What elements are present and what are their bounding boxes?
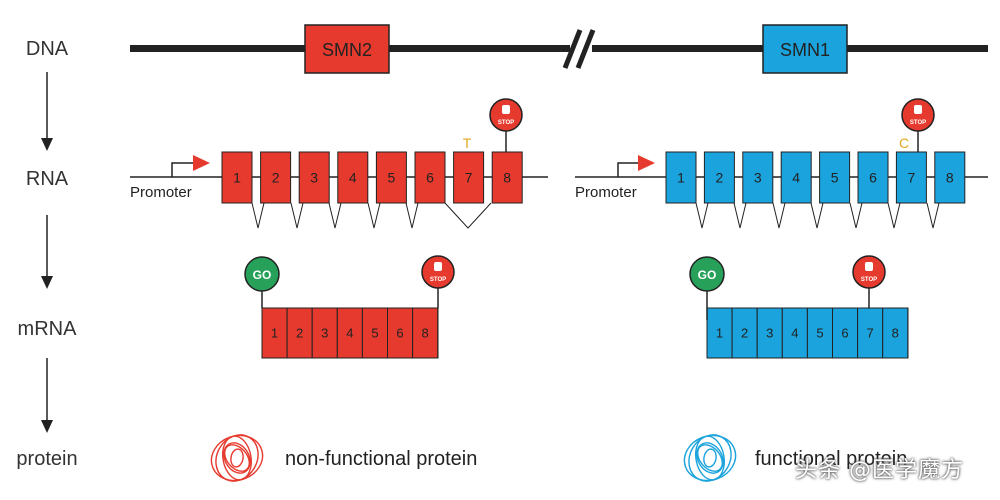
exon-label: 1 [271, 326, 278, 341]
exon-label: 8 [946, 169, 954, 185]
exon-label: 1 [233, 169, 241, 185]
exon-label: 1 [716, 326, 723, 341]
svg-text:STOP: STOP [430, 277, 446, 283]
exon-box [857, 151, 889, 204]
exon-label: 7 [908, 169, 916, 185]
exon-label: 2 [272, 169, 280, 185]
exon-box [298, 151, 330, 204]
row-label-rna: RNA [26, 168, 69, 190]
stop-icon: STOP [489, 98, 523, 132]
stop-icon: STOP [901, 98, 935, 132]
exon-label: 5 [816, 326, 823, 341]
exon-label: 1 [677, 169, 685, 185]
exon-label: 6 [869, 169, 877, 185]
exon-box [819, 151, 851, 204]
exon-label: 2 [716, 169, 724, 185]
exon-box [934, 151, 966, 204]
exon-box [731, 307, 758, 359]
exon-box [337, 151, 369, 204]
exon-label: 5 [831, 169, 839, 185]
exon-label: 3 [754, 169, 762, 185]
exon-box [361, 307, 388, 359]
exon-label: 7 [867, 326, 874, 341]
exon-label: 2 [296, 326, 303, 341]
row-label-mrna: mRNA [18, 318, 78, 340]
protein-scribble-icon [683, 434, 737, 482]
gene-box-smn1: SMN1 [762, 24, 848, 74]
stop-icon: STOP [852, 255, 886, 289]
exon-label: 8 [422, 326, 429, 341]
exon-box [703, 151, 735, 204]
exon-box [453, 151, 485, 204]
mutation-t-label: T [463, 135, 472, 151]
exon-box [882, 307, 909, 359]
exon-box [665, 151, 697, 204]
svg-text:GO: GO [253, 268, 272, 282]
exon-box [857, 307, 884, 359]
exon-label: 3 [766, 326, 773, 341]
gene-label-smn1: SMN1 [780, 40, 830, 60]
exon-box [286, 307, 313, 359]
exon-box [412, 307, 439, 359]
promoter-arrow-icon [193, 155, 210, 171]
exon-label: 7 [465, 169, 473, 185]
exon-label: 6 [426, 169, 434, 185]
promoter-arrow-icon [638, 155, 655, 171]
promoter-label-smn1: Promoter [575, 184, 637, 201]
row-label-protein: protein [16, 448, 77, 470]
dna-strand [130, 29, 988, 69]
svg-text:STOP: STOP [910, 120, 926, 126]
exon-box [221, 151, 253, 204]
exon-label: 5 [371, 326, 378, 341]
exon-box [375, 151, 407, 204]
exon-box [387, 307, 414, 359]
exon-box [780, 151, 812, 204]
exon-box [260, 151, 292, 204]
svg-text:STOP: STOP [498, 120, 514, 126]
exon-box [756, 307, 783, 359]
exon-box [832, 307, 859, 359]
stop-icon: STOP [421, 255, 455, 289]
gene-label-smn2: SMN2 [322, 40, 372, 60]
protein-label-functional: functional protein [755, 448, 907, 470]
watermark: 头条 @医学魔方 [795, 458, 964, 483]
exon-box [895, 151, 927, 204]
mrna-smn2: 1 2 3 4 5 6 8 GO STOP [244, 255, 455, 359]
exon-label: 3 [321, 326, 328, 341]
protein-label-nonfunctional: non-functional protein [285, 448, 477, 470]
exon-label: 8 [503, 169, 511, 185]
exon-label: 5 [388, 169, 396, 185]
exon-box [311, 307, 338, 359]
exon-label: 6 [841, 326, 848, 341]
exon-label: 3 [310, 169, 318, 185]
svg-text:GO: GO [698, 268, 717, 282]
flow-arrows [41, 72, 53, 433]
exon-box [781, 307, 808, 359]
go-icon: GO [244, 256, 280, 292]
rna-smn2: Promoter 1 2 3 4 5 6 7 8 T STOP [130, 98, 548, 229]
gene-box-smn2: SMN2 [304, 24, 390, 74]
exon-label: 2 [741, 326, 748, 341]
protein-scribble-icon [210, 434, 264, 482]
exon-box [742, 151, 774, 204]
mrna-smn1: 1 2 3 4 5 6 7 8 GO STOP [689, 255, 909, 359]
exon-label: 4 [346, 326, 353, 341]
row-label-dna: DNA [26, 38, 69, 60]
promoter-label-smn2: Promoter [130, 184, 192, 201]
exon-label: 6 [396, 326, 403, 341]
exon-label: 4 [792, 169, 800, 185]
exon-label: 8 [892, 326, 899, 341]
exon-label: 4 [349, 169, 357, 185]
exon-label: 4 [791, 326, 798, 341]
go-icon: GO [689, 256, 725, 292]
exon-box [414, 151, 446, 204]
exon-box [706, 307, 733, 359]
svg-text:STOP: STOP [861, 277, 877, 283]
mutation-c-label: C [899, 135, 909, 151]
rna-smn1: Promoter 1 2 3 4 5 6 7 8 C STOP [575, 98, 988, 229]
exon-box [491, 151, 523, 204]
